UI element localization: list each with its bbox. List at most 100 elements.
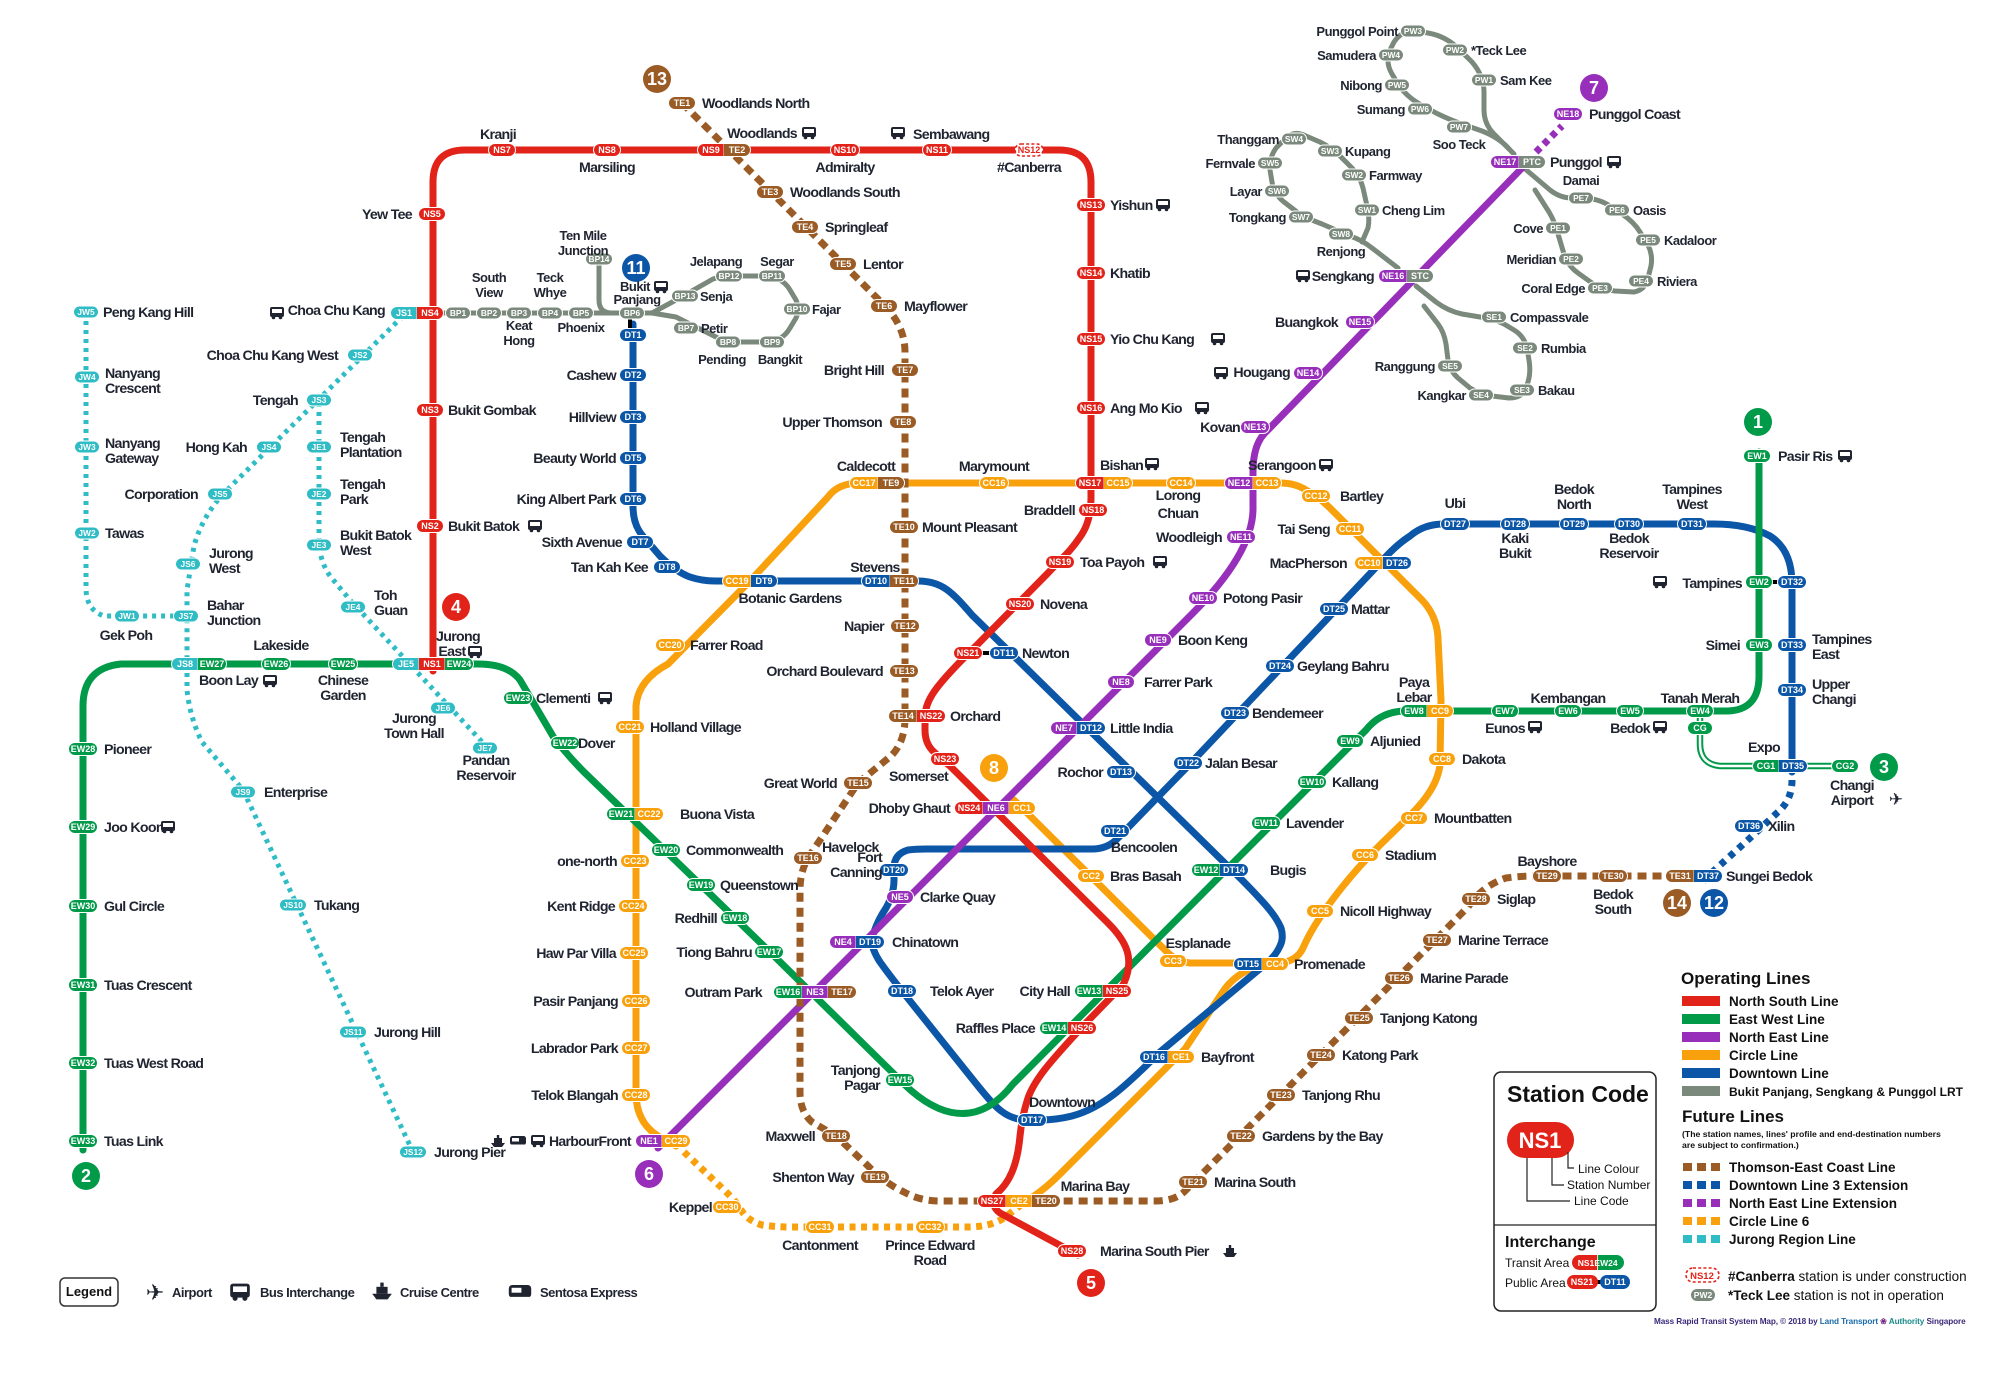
svg-text:TE14: TE14 [892, 711, 914, 721]
svg-text:Potong Pasir: Potong Pasir [1223, 591, 1303, 607]
svg-text:BP9: BP9 [764, 337, 781, 347]
svg-text:Crescent: Crescent [105, 381, 161, 397]
svg-text:North East Line Extension: North East Line Extension [1729, 1196, 1897, 1211]
svg-text:DT31: DT31 [1681, 519, 1703, 529]
svg-text:Woodlands South: Woodlands South [790, 185, 900, 201]
svg-text:DT18: DT18 [891, 986, 913, 996]
svg-text:NE7: NE7 [1055, 723, 1073, 733]
svg-text:Gul Circle: Gul Circle [104, 899, 165, 915]
svg-text:Keat: Keat [506, 318, 533, 333]
svg-text:DT37: DT37 [1697, 871, 1719, 881]
svg-text:Layar: Layar [1230, 184, 1263, 199]
svg-text:Botanic Gardens: Botanic Gardens [738, 591, 842, 607]
svg-text:NE18: NE18 [1557, 109, 1580, 119]
svg-text:Pending: Pending [698, 352, 746, 367]
svg-text:Hong: Hong [503, 333, 535, 348]
svg-text:JS5: JS5 [213, 489, 228, 499]
svg-text:TE15: TE15 [847, 778, 869, 788]
svg-text:Chuan: Chuan [1158, 506, 1199, 522]
svg-text:Commonwealth: Commonwealth [686, 843, 783, 859]
svg-text:Pasir Ris: Pasir Ris [1778, 449, 1833, 465]
svg-text:East West Line: East West Line [1729, 1012, 1825, 1027]
svg-text:CC23: CC23 [623, 856, 646, 866]
svg-text:Dhoby Ghaut: Dhoby Ghaut [869, 801, 951, 817]
svg-text:Bugis: Bugis [1270, 863, 1307, 879]
svg-text:Bus Interchange: Bus Interchange [260, 1285, 355, 1300]
svg-text:EW23: EW23 [506, 693, 531, 703]
svg-text:DT34: DT34 [1781, 685, 1803, 695]
svg-text:JE7: JE7 [478, 743, 493, 753]
svg-text:TE24: TE24 [1310, 1050, 1332, 1060]
svg-text:King Albert Park: King Albert Park [517, 492, 617, 508]
svg-text:TE8: TE8 [895, 417, 912, 427]
svg-text:Boon Lay: Boon Lay [199, 673, 259, 689]
svg-text:East: East [1812, 647, 1840, 663]
svg-text:Teck: Teck [537, 270, 565, 285]
svg-text:View: View [475, 285, 504, 300]
svg-text:7: 7 [1589, 78, 1599, 98]
svg-text:DT9: DT9 [755, 576, 772, 586]
svg-text:#Canberra station is under con: #Canberra station is under construction [1728, 1269, 1967, 1284]
svg-text:NE14: NE14 [1297, 368, 1320, 378]
svg-text:Mayflower: Mayflower [904, 299, 968, 315]
svg-text:Prince Edward: Prince Edward [885, 1238, 974, 1254]
svg-text:NS1: NS1 [1519, 1128, 1562, 1153]
svg-text:NS28: NS28 [1061, 1246, 1084, 1256]
svg-text:Marina Bay: Marina Bay [1061, 1179, 1131, 1195]
svg-text:CC1: CC1 [1013, 803, 1031, 813]
svg-text:SW8: SW8 [1332, 229, 1350, 239]
svg-text:Farmway: Farmway [1369, 168, 1423, 183]
svg-text:TE16: TE16 [797, 853, 819, 863]
svg-text:Sungei Bedok: Sungei Bedok [1726, 869, 1813, 885]
svg-text:SW5: SW5 [1261, 158, 1279, 168]
svg-text:JS12: JS12 [403, 1147, 423, 1157]
svg-text:TE20: TE20 [1035, 1196, 1057, 1206]
svg-text:EW26: EW26 [264, 659, 289, 669]
svg-text:JE5: JE5 [398, 659, 414, 669]
svg-text:JS10: JS10 [283, 900, 303, 910]
svg-text:BP8: BP8 [720, 337, 737, 347]
svg-text:Tanjong Rhu: Tanjong Rhu [1302, 1088, 1380, 1104]
svg-text:Airport: Airport [1831, 793, 1874, 809]
svg-text:TE25: TE25 [1348, 1013, 1370, 1023]
svg-text:Punggol Point: Punggol Point [1316, 24, 1399, 39]
svg-text:NS13: NS13 [1080, 200, 1103, 210]
svg-text:DT3: DT3 [624, 412, 641, 422]
svg-text:EW3: EW3 [1749, 640, 1769, 650]
svg-text:North East Line: North East Line [1729, 1030, 1829, 1045]
svg-text:TE22: TE22 [1230, 1131, 1252, 1141]
svg-text:Downtown Line 3 Extension: Downtown Line 3 Extension [1729, 1178, 1908, 1193]
svg-text:Ranggung: Ranggung [1375, 359, 1436, 374]
svg-text:EW5: EW5 [1620, 706, 1640, 716]
svg-text:EW24: EW24 [447, 659, 472, 669]
svg-text:Bedok: Bedok [1609, 531, 1650, 547]
svg-text:Soo Teck: Soo Teck [1433, 137, 1487, 152]
svg-text:Mattar: Mattar [1351, 602, 1391, 618]
svg-text:EW31: EW31 [71, 980, 96, 990]
svg-text:DT12: DT12 [1080, 723, 1102, 733]
svg-text:Downtown Line: Downtown Line [1729, 1066, 1829, 1081]
svg-text:Chinatown: Chinatown [892, 935, 958, 951]
svg-text:JS6: JS6 [181, 559, 196, 569]
svg-text:Sembawang: Sembawang [913, 127, 990, 143]
svg-text:TE2: TE2 [729, 145, 746, 155]
svg-text:JS9: JS9 [236, 787, 251, 797]
svg-text:Toa Payoh: Toa Payoh [1080, 555, 1144, 571]
svg-text:TE27: TE27 [1426, 935, 1448, 945]
svg-text:TE7: TE7 [897, 365, 914, 375]
svg-text:Sam Kee: Sam Kee [1500, 73, 1552, 88]
svg-text:8: 8 [989, 758, 999, 778]
svg-text:West: West [340, 543, 372, 559]
svg-text:CC28: CC28 [624, 1090, 647, 1100]
svg-text:West: West [1677, 497, 1709, 513]
svg-text:DT32: DT32 [1781, 577, 1803, 587]
svg-text:TE11: TE11 [893, 576, 914, 586]
svg-text:Joo Koon: Joo Koon [104, 820, 164, 836]
svg-text:Bishan: Bishan [1100, 458, 1143, 474]
svg-text:NS19: NS19 [1049, 557, 1072, 567]
svg-text:Fajar: Fajar [812, 302, 841, 317]
svg-text:TE21: TE21 [1182, 1177, 1204, 1187]
svg-text:BP10: BP10 [787, 304, 808, 314]
svg-text:Mount Pleasant: Mount Pleasant [922, 520, 1018, 536]
svg-text:SW3: SW3 [1321, 146, 1339, 156]
